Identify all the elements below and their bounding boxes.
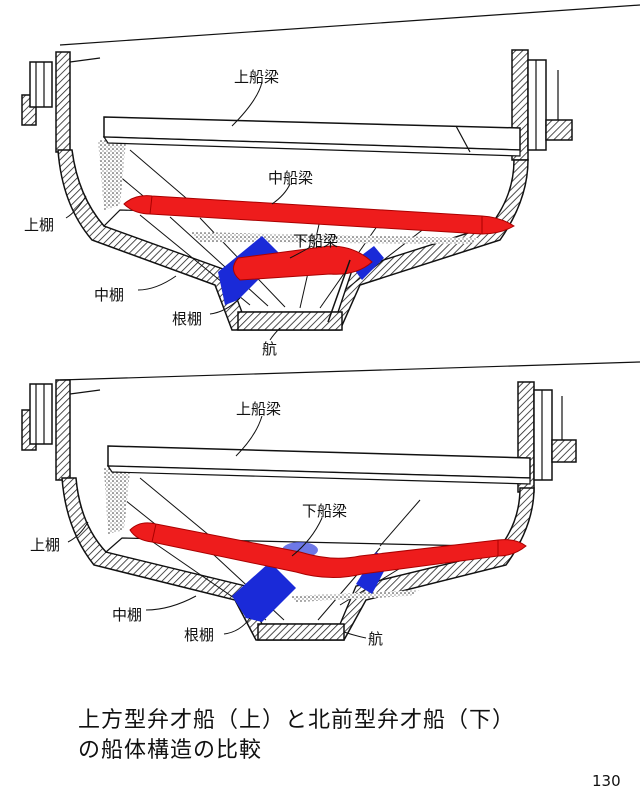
bottom-label-upper-plank: 上棚 — [30, 536, 60, 554]
top-keel-block — [237, 311, 343, 331]
top-right-bulwark — [511, 49, 573, 161]
caption-line-1: 上方型弁才船（上）と北前型弁才船（下） — [78, 708, 516, 733]
page-number: 130 — [592, 772, 621, 790]
bottom-label-bottom-plank: 根棚 — [184, 626, 214, 644]
top-lower-beam — [233, 245, 373, 281]
bottom-label-lower-beam: 下船梁 — [302, 502, 347, 520]
caption-line-2: の船体構造の比較 — [78, 738, 263, 763]
bottom-lower-beam — [129, 522, 527, 579]
bottom-keel-block — [257, 623, 345, 641]
bottom-upper-beam — [106, 445, 531, 485]
top-label-keel: 航 — [262, 340, 277, 358]
bottom-stipple-floor — [290, 590, 420, 602]
top-label-upper-beam: 上船梁 — [234, 68, 279, 86]
top-middle-beam — [123, 195, 515, 235]
top-hull-section: 上船梁 中船梁 下船梁 上棚 中棚 根棚 航 — [21, 4, 640, 358]
top-left-bulwark — [21, 4, 640, 153]
top-upper-beam — [102, 116, 521, 157]
top-label-middle-plank: 中棚 — [94, 286, 124, 304]
top-vertical-stanchion — [327, 259, 351, 323]
top-label-upper-plank: 上棚 — [24, 216, 54, 234]
bottom-label-upper-beam: 上船梁 — [236, 400, 281, 418]
bottom-leader-lines — [67, 415, 367, 639]
bottom-label-middle-plank: 中棚 — [112, 606, 142, 624]
top-hull-shell — [57, 149, 529, 331]
bottom-left-bulwark — [21, 361, 640, 481]
top-label-lower-beam: 下船梁 — [293, 232, 338, 250]
top-label-middle-beam: 中船梁 — [268, 169, 313, 187]
bottom-stipple-shade — [104, 468, 130, 534]
bottom-left-blue-post — [232, 562, 296, 622]
bottom-hull-shell — [61, 477, 535, 641]
top-label-bottom-plank: 根棚 — [172, 310, 202, 328]
bottom-hull-section: 上船梁 下船梁 上棚 中棚 根棚 航 — [21, 361, 640, 648]
top-stipple-shade — [98, 140, 126, 210]
bottom-label-keel: 航 — [368, 630, 383, 648]
top-leader-lines — [65, 81, 313, 341]
